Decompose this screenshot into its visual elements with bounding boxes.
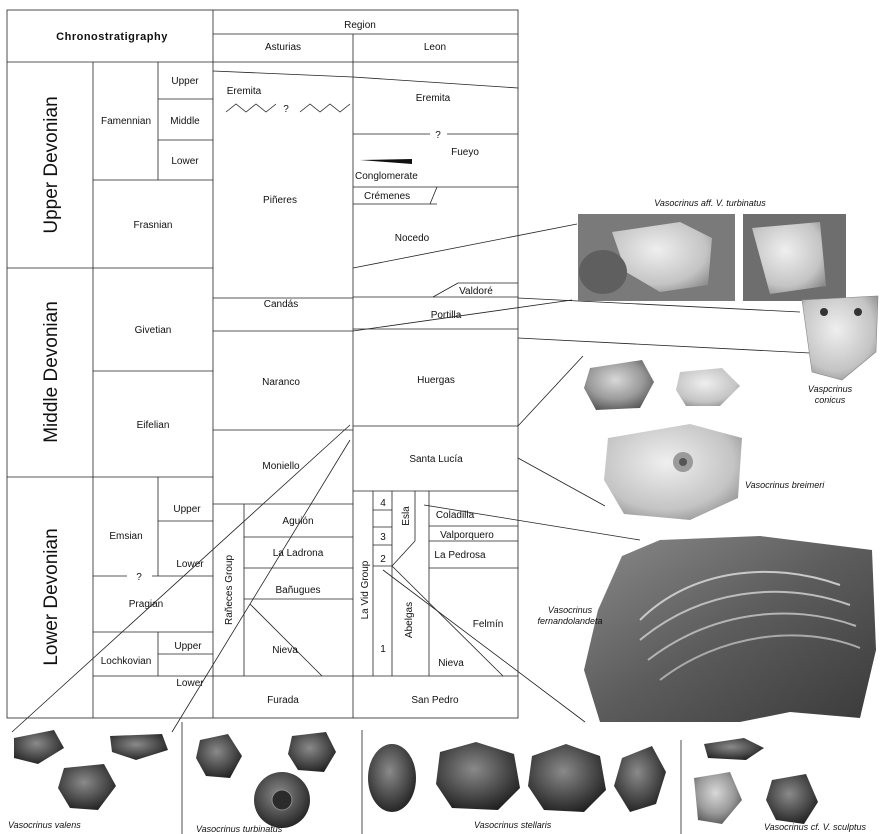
leon-abelgas: Abelgas	[404, 602, 415, 638]
leon-unit-3: 3	[380, 532, 386, 543]
asturias-moniello: Moniello	[262, 461, 300, 472]
asturias-pineres: Piñeres	[263, 195, 297, 206]
label-fernandolandeta-line2: fernandolandeta	[537, 616, 602, 626]
leon-cremenes: Crémenes	[364, 191, 410, 202]
table-border	[7, 10, 518, 718]
pragian-question-mark: ?	[136, 572, 142, 583]
fossil-stellaris-photos	[368, 742, 666, 812]
famennian-lower-label: Lower	[171, 156, 199, 167]
leon-fueyo: Fueyo	[451, 147, 479, 158]
famennian-label: Famennian	[101, 116, 151, 127]
leon-header: Leon	[424, 42, 446, 53]
fossil-turbinatus-photos	[196, 732, 336, 828]
chronostratigraphy-header: Chronostratigraphy	[56, 31, 168, 43]
fossil-valens-photos	[14, 730, 168, 810]
leon-santa-lucia: Santa Lucía	[409, 454, 463, 465]
asturias-nieva: Nieva	[272, 645, 298, 656]
fossil-breimeri-photo	[604, 424, 742, 520]
leon-san-pedro: San Pedro	[411, 695, 459, 706]
lower-devonian-label: Lower Devonian	[41, 528, 62, 665]
fossil-aff-turbinatus-photos	[578, 214, 846, 301]
asturias-furada: Furada	[267, 695, 299, 706]
label-conicus-line1: Vaspcrinus	[808, 384, 853, 394]
emsian-upper-label: Upper	[173, 504, 201, 515]
leon-valporquero: Valporquero	[440, 530, 494, 541]
asturias-eremita: Eremita	[227, 86, 262, 97]
table-text: Chronostratigraphy Region Asturias Leon …	[41, 20, 503, 706]
leon-unit-2: 2	[380, 554, 386, 565]
leon-question-mark: ?	[435, 130, 441, 141]
label-valens: Vasocrinus valens	[8, 820, 81, 830]
lochkovian-lower-label: Lower	[176, 678, 204, 689]
leon-huergas: Huergas	[417, 375, 455, 386]
upper-devonian-label: Upper Devonian	[41, 96, 62, 233]
middle-devonian-label: Middle Devonian	[41, 301, 62, 443]
label-turbinatus: Vasocrinus turbinatus	[196, 824, 283, 834]
asturias-ranneces-group: Rañeces Group	[224, 555, 235, 625]
stratigraphy-table	[7, 10, 518, 718]
fossil-huergas-photos	[584, 360, 740, 410]
label-sculptus: Vasocrinus cf. V. sculptus	[764, 822, 867, 832]
fossil-fernandolandeta-slab	[584, 536, 876, 722]
label-stellaris: Vasocrinus stellaris	[474, 820, 552, 830]
leon-la-vid-group: La Vid Group	[360, 560, 371, 619]
pragian-label: Pragian	[129, 599, 163, 610]
asturias-header: Asturias	[265, 42, 301, 53]
frasnian-label: Frasnian	[134, 220, 173, 231]
leon-conglomerate: Conglomerate	[355, 171, 418, 182]
leon-esla: Esla	[401, 506, 412, 526]
leon-la-pedrosa: La Pedrosa	[434, 550, 486, 561]
famennian-middle-label: Middle	[170, 116, 200, 127]
leon-valdore: Valdoré	[459, 286, 493, 297]
leon-nieva: Nieva	[438, 658, 464, 669]
lochkovian-upper-label: Upper	[174, 641, 202, 652]
asturias-candas: Candás	[264, 299, 298, 310]
fossil-conicus-photo	[802, 296, 878, 380]
leon-coladilla: Coladilla	[436, 510, 475, 521]
famennian-upper-label: Upper	[171, 76, 199, 87]
emsian-label: Emsian	[109, 531, 142, 542]
asturias-banugues: Bañugues	[275, 585, 320, 596]
leon-nocedo: Nocedo	[395, 233, 430, 244]
leon-eremita: Eremita	[416, 93, 451, 104]
label-breimeri: Vasocrinus breimeri	[745, 480, 825, 490]
label-fernandolandeta-line1: Vasocrinus	[548, 605, 593, 615]
fossil-sculptus-photos	[694, 738, 818, 824]
leon-felmin: Felmín	[473, 619, 504, 630]
asturias-question-mark: ?	[283, 104, 289, 115]
leon-unit-4: 4	[380, 498, 386, 509]
region-header: Region	[344, 20, 376, 31]
leon-unit-1: 1	[380, 644, 386, 655]
label-conicus-line2: conicus	[815, 395, 846, 405]
lochkovian-label: Lochkovian	[101, 656, 152, 667]
asturias-naranco: Naranco	[262, 377, 300, 388]
eifelian-label: Eifelian	[137, 420, 170, 431]
givetian-label: Givetian	[135, 325, 172, 336]
label-aff-turbinatus: Vasocrinus aff. V. turbinatus	[654, 198, 766, 208]
